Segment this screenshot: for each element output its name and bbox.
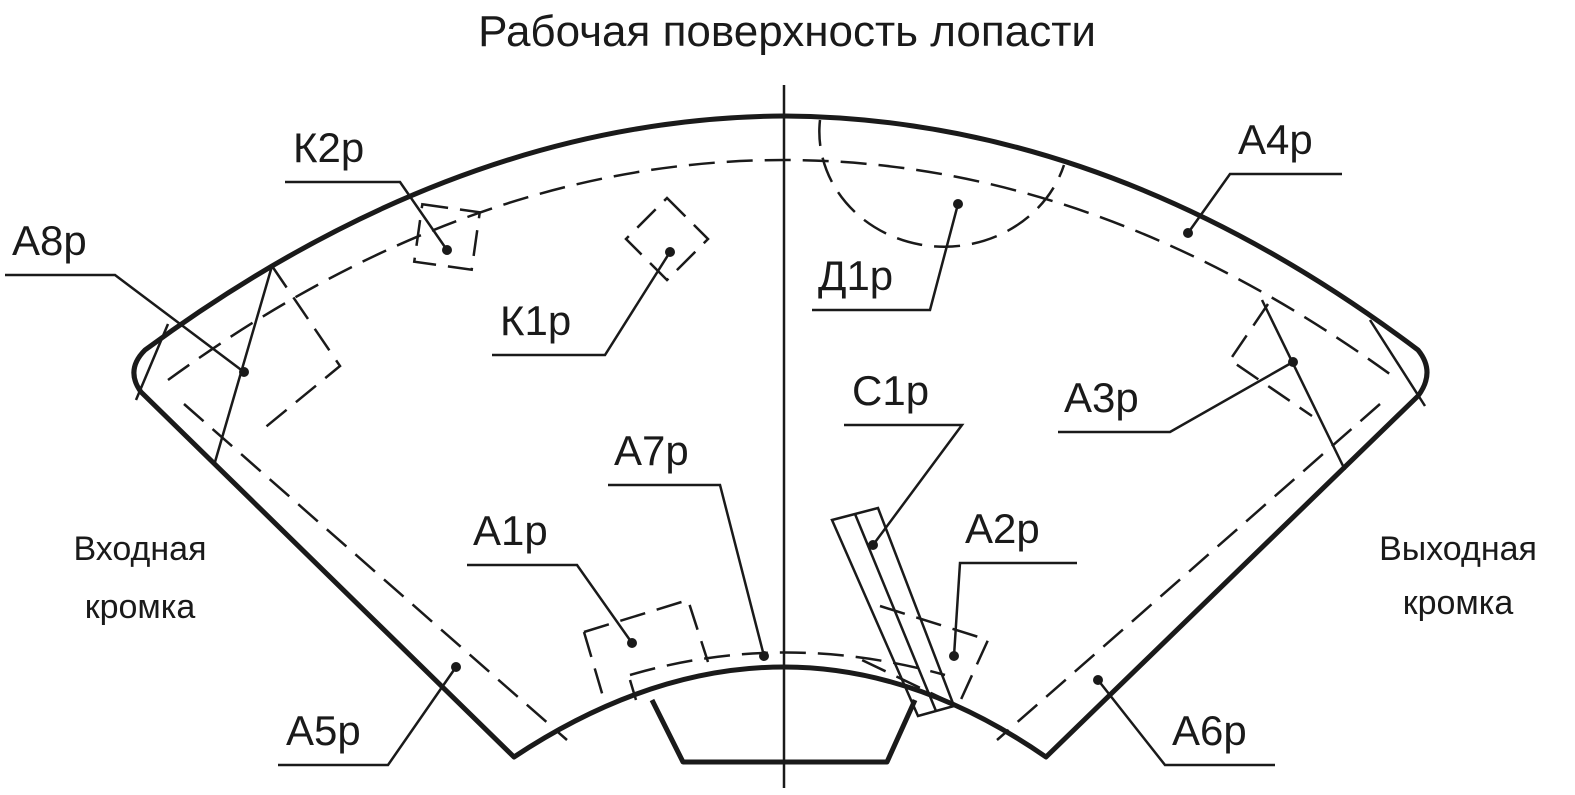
a2p-leader [952,561,1077,657]
right-dashed-boundary [996,403,1381,741]
a3p-leader [1058,360,1294,434]
left-dashed-boundary [183,403,568,741]
inlet-edge-label-line2: кромка [85,588,196,626]
inlet-zone-line-2 [213,265,274,463]
hub-dashed-boundary [629,651,946,677]
a7p-leader [608,483,766,657]
leader-lines [5,172,1342,767]
label-a2p: А2р [965,505,1040,552]
a6p-leader [1097,679,1275,767]
label-c1p: С1р [852,367,929,414]
a3p-dashed-zone [1228,303,1313,418]
d1p-dashed-semicircle [818,119,1066,248]
diagram-title: Рабочая поверхность лопасти [478,7,1096,56]
a1p-dashed-zone-inner [628,679,638,701]
a1p-dashed-zone-side [582,631,606,701]
a1p-leader [467,563,634,644]
label-a7p: А7р [614,427,689,474]
outlet-edge-label-line1: Выходная [1379,530,1537,568]
label-a6p: А6р [1172,707,1247,754]
label-a8p: А8р [12,217,87,264]
hub-stub [649,698,918,765]
top-dashed-boundary [167,158,1399,382]
a2p-dashed-zone [861,604,990,708]
k1p-dashed-square [624,196,710,282]
inlet-zone-line-1 [134,323,170,401]
c1p-strip [830,506,956,718]
inlet-edge-label-line1: Входная [73,530,206,568]
label-k1p: К1р [500,297,571,344]
a4p-leader [1186,172,1342,234]
outlet-zone-line-2 [1260,299,1347,471]
label-a5p: А5р [286,707,361,754]
a8p-leader [5,273,245,373]
c1p-leader [844,423,965,546]
k2p-leader [285,180,449,251]
a5p-leader [278,666,458,767]
outlet-edge-label-line2: кромка [1403,584,1514,622]
a1p-dashed-zone [583,598,710,663]
label-a1p: А1р [473,507,548,554]
d1p-leader [812,203,960,312]
outlet-zone-line-1 [1368,319,1427,407]
a8p-dashed-zone [261,265,342,431]
label-a3p: А3р [1064,374,1139,421]
blade-outline [131,113,1430,760]
label-k2p: К2р [293,124,364,171]
label-d1p: Д1р [818,252,893,299]
k2p-dashed-square [412,202,482,272]
k1p-leader [492,251,672,357]
label-a4p: А4р [1238,116,1313,163]
